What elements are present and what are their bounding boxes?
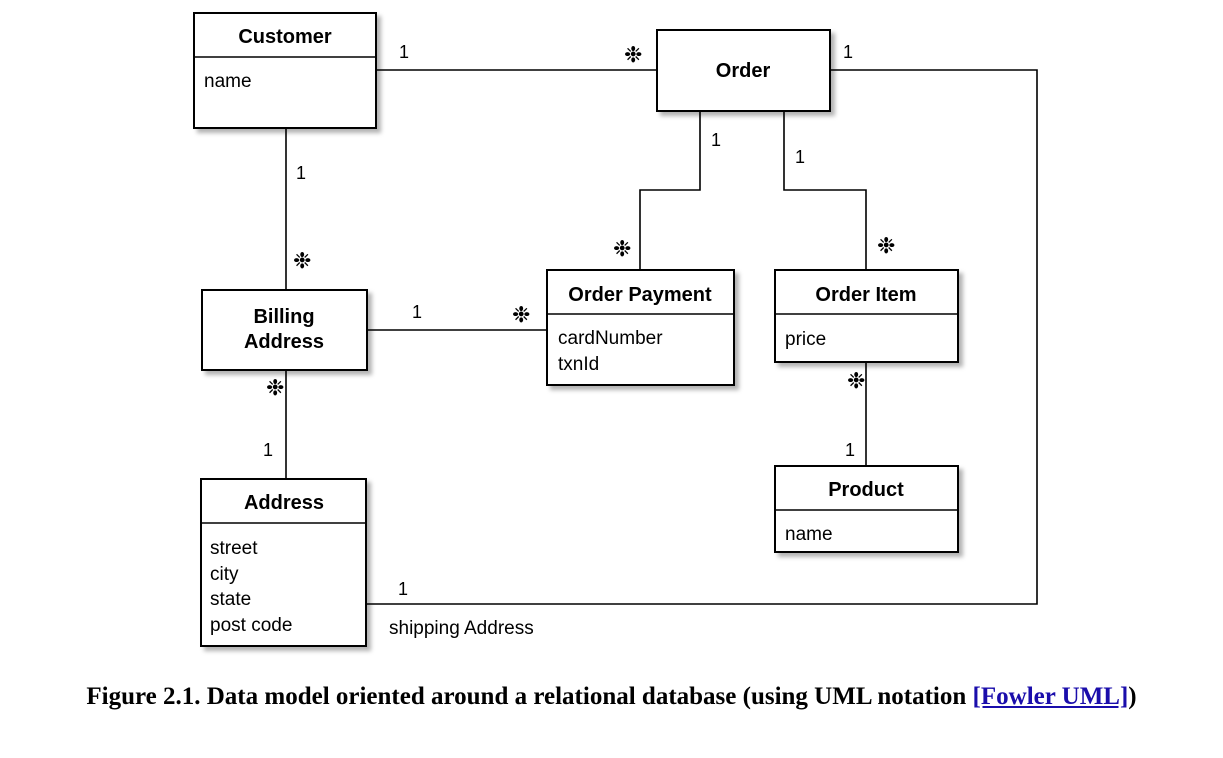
caption-suffix: ) bbox=[1128, 683, 1137, 710]
multiplicity-label: 1 bbox=[296, 163, 306, 183]
assoc-order-item bbox=[783, 111, 867, 270]
figure-caption: Figure 2.1. Data model oriented around a… bbox=[0, 680, 1223, 714]
class-attribute: name bbox=[204, 71, 252, 92]
class-order: Order bbox=[656, 29, 831, 112]
class-product: Product name bbox=[774, 465, 959, 553]
multiplicity-label: 1 bbox=[843, 42, 853, 62]
multiplicity-label: ❉ bbox=[624, 43, 642, 68]
multiplicity-label: ❉ bbox=[266, 376, 284, 401]
class-title: Customer bbox=[238, 26, 332, 48]
multiplicity-label: 1 bbox=[845, 440, 855, 460]
multiplicity-label: ❉ bbox=[293, 249, 311, 274]
multiplicity-label: ❉ bbox=[512, 303, 530, 328]
class-attribute: price bbox=[785, 329, 826, 350]
class-title-line: Billing bbox=[253, 306, 314, 328]
class-title-line: Address bbox=[244, 331, 324, 353]
caption-reference-link[interactable]: [Fowler UML] bbox=[972, 683, 1129, 710]
class-title: Order Payment bbox=[568, 284, 712, 306]
multiplicity-label: 1 bbox=[711, 130, 721, 150]
associations bbox=[285, 69, 1038, 605]
class-title: Order bbox=[716, 60, 771, 82]
class-order-payment: Order Payment cardNumber txnId bbox=[546, 269, 735, 386]
class-customer: Customer name bbox=[193, 12, 377, 129]
class-attribute: state bbox=[210, 589, 251, 610]
class-attribute: street bbox=[210, 538, 258, 559]
uml-diagram: Customer name Order Billing Address Orde… bbox=[193, 12, 1038, 647]
class-attribute: txnId bbox=[558, 354, 599, 375]
class-title: Product bbox=[828, 479, 904, 501]
multiplicity-label: 1 bbox=[398, 579, 408, 599]
class-attribute: name bbox=[785, 524, 833, 545]
assoc-order-payment bbox=[639, 111, 701, 270]
multiplicity-label: ❉ bbox=[877, 234, 895, 259]
multiplicity-label: 1 bbox=[795, 147, 805, 167]
class-order-item: Order Item price bbox=[774, 269, 959, 363]
class-attribute: cardNumber bbox=[558, 328, 663, 349]
class-billing-address: Billing Address bbox=[201, 289, 368, 371]
multiplicity-label: 1 bbox=[412, 302, 422, 322]
multiplicity-label: ❉ bbox=[613, 237, 631, 262]
class-attribute: post code bbox=[210, 615, 292, 636]
association-label: shipping Address bbox=[389, 618, 534, 639]
assoc-order-shipping bbox=[366, 69, 1038, 605]
caption-text: Figure 2.1. Data model oriented around a… bbox=[86, 683, 973, 710]
class-title: Address bbox=[244, 492, 324, 514]
class-address: Address street city state post code bbox=[200, 478, 367, 647]
multiplicity-label: 1 bbox=[263, 440, 273, 460]
class-title: Order Item bbox=[815, 284, 916, 306]
multiplicity-labels: 1 ❉ 1 1 ❉ 1 ❉ 1 ❉ 1 ❉ ❉ 1 ❉ 1 1 shipping… bbox=[263, 42, 895, 639]
multiplicity-label: ❉ bbox=[847, 369, 865, 394]
multiplicity-label: 1 bbox=[399, 42, 409, 62]
class-attribute: city bbox=[210, 564, 239, 585]
